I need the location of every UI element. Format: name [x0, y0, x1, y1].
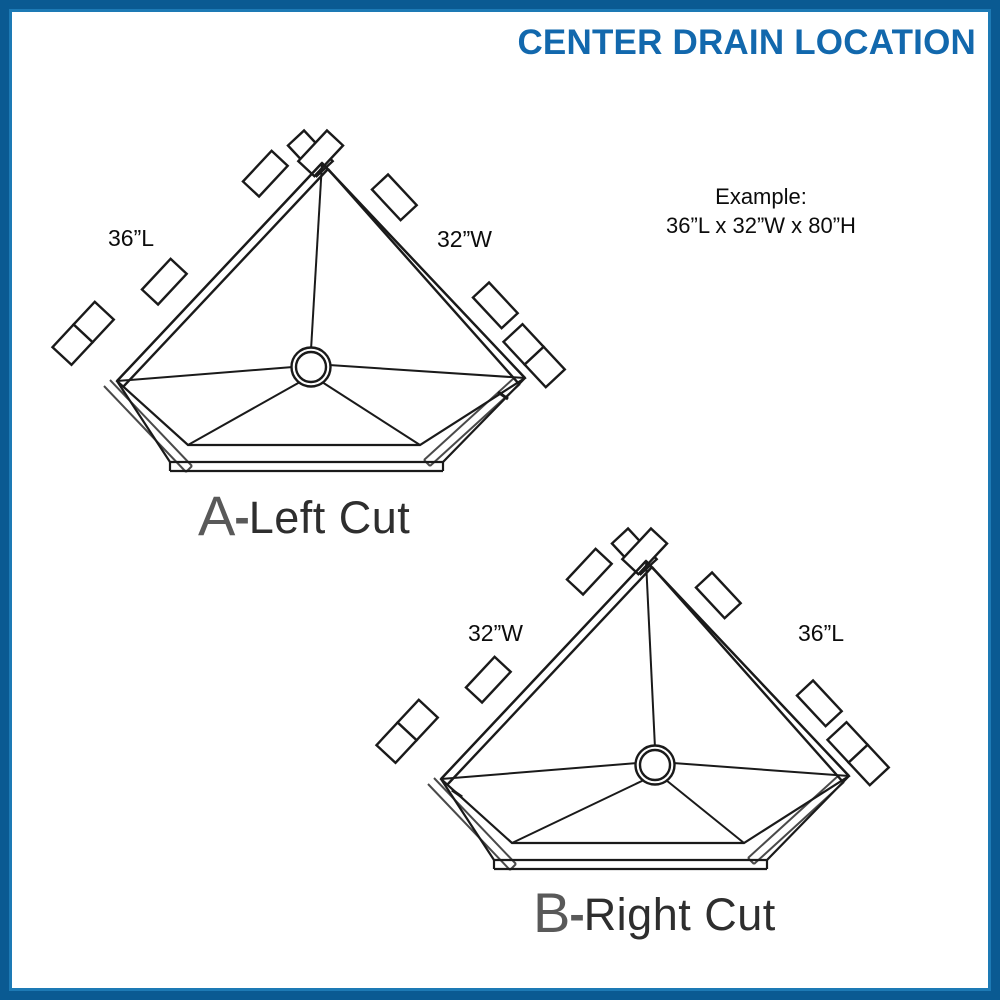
page-title: CENTER DRAIN LOCATION — [517, 23, 976, 62]
dimension-label-b-right: 36”L — [798, 620, 845, 646]
dimension-label-b-left: 32”W — [468, 620, 523, 646]
example-heading: Example: — [715, 184, 807, 209]
example-block: Example: 36”L x 32”W x 80”H — [616, 182, 906, 240]
dimension-label-a-right: 32”W — [437, 226, 492, 252]
caption-b-name: Right Cut — [583, 889, 776, 940]
caption-a-name: Left Cut — [248, 492, 411, 543]
caption-diagram-b: B-Right Cut — [533, 880, 776, 945]
caption-b-letter: B — [533, 881, 570, 944]
caption-a-letter: A — [198, 484, 235, 547]
caption-a-dash: - — [234, 491, 249, 543]
shower-pan-diagram-b — [376, 528, 888, 870]
caption-diagram-a: A-Left Cut — [198, 483, 410, 548]
example-dimensions: 36”L x 32”W x 80”H — [666, 213, 856, 238]
caption-b-dash: - — [569, 888, 584, 940]
shower-pan-diagram-a — [52, 130, 564, 472]
dimension-label-a-left: 36”L — [108, 225, 155, 251]
